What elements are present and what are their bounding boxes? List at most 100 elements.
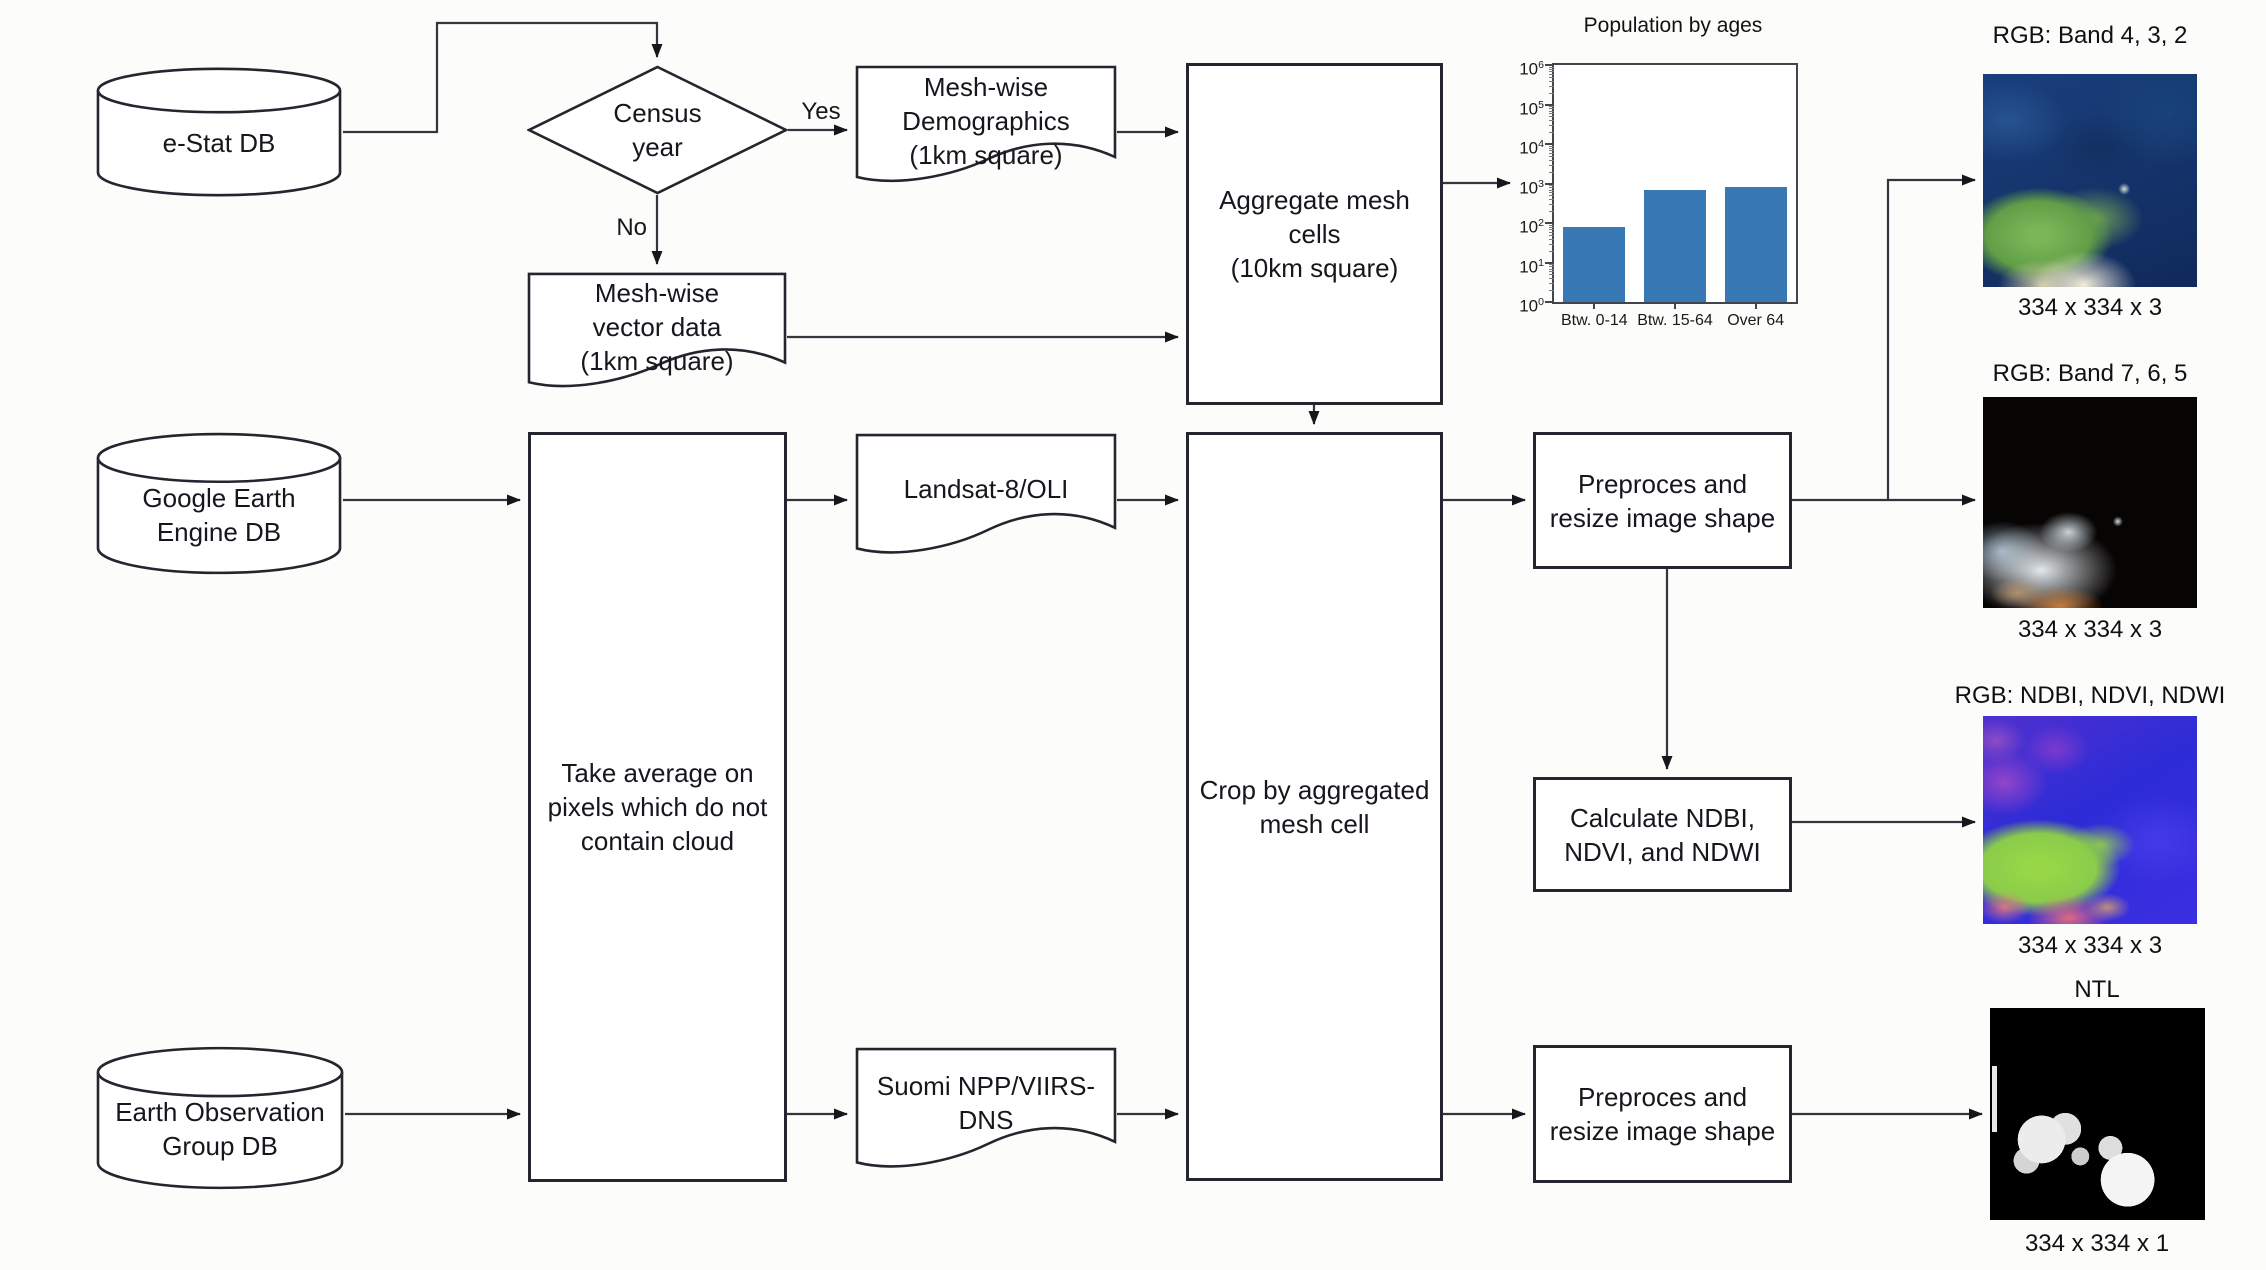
chart-y-tickmark bbox=[1545, 103, 1554, 106]
process-aggregate-mesh-cells-label: Aggregate mesh cells (10km square) bbox=[1219, 185, 1410, 283]
chart-y-minor-tickmark bbox=[1549, 71, 1554, 73]
chart-y-minor-tickmark bbox=[1549, 268, 1554, 270]
chart-y-minor-tickmark bbox=[1549, 164, 1554, 166]
chart-y-minor-tickmark bbox=[1549, 211, 1554, 213]
output-ntl-title: NTL bbox=[2074, 976, 2120, 1003]
output-band432-title: RGB: Band 4, 3, 2 bbox=[1992, 22, 2188, 49]
chart-y-minor-tickmark bbox=[1549, 152, 1554, 154]
output-indices-caption: 334 x 334 x 3 bbox=[2017, 932, 2163, 959]
chart-y-minor-tickmark bbox=[1549, 106, 1554, 108]
chart-x-tick-label: Over 64 bbox=[1727, 312, 1785, 329]
chart-x-tick-label: Btw. 0-14 bbox=[1560, 312, 1628, 329]
chart-y-tickmark bbox=[1545, 182, 1554, 185]
output-band765-title: RGB: Band 7, 6, 5 bbox=[1992, 360, 2188, 387]
chart-y-minor-tickmark bbox=[1549, 238, 1554, 240]
chart-y-tick-label: 103 bbox=[1519, 177, 1544, 198]
output-band765-image bbox=[1983, 397, 2197, 608]
chart-y-minor-tickmark bbox=[1549, 110, 1554, 112]
process-crop-by-mesh-cell-label: Crop by aggregated mesh cell bbox=[1199, 774, 1430, 839]
cylinder-top bbox=[98, 69, 340, 112]
db-earth-observation-group-label: Earth Observation Group DB bbox=[115, 1097, 325, 1161]
chart-y-minor-tickmark bbox=[1549, 147, 1554, 149]
cylinder-body bbox=[98, 457, 340, 573]
decision-census-year-label: Census year bbox=[613, 98, 702, 162]
chart-y-minor-tickmark bbox=[1549, 250, 1554, 252]
cylinder-body bbox=[98, 1072, 342, 1188]
chart-y-minor-tickmark bbox=[1549, 145, 1554, 147]
chart-y-minor-tickmark bbox=[1549, 80, 1554, 82]
document-shape bbox=[857, 1049, 1115, 1166]
chart-y-minor-tickmark bbox=[1549, 192, 1554, 194]
chart-x-tickmark bbox=[1754, 302, 1757, 309]
process-preprocess-resize-1-label: Preproces and resize image shape bbox=[1549, 468, 1776, 533]
chart-y-minor-tickmark bbox=[1549, 113, 1554, 115]
doc-suomi-npp-viirs-dns-label: Suomi NPP/VIIRS- DNS bbox=[876, 1071, 1096, 1135]
db-google-earth-engine: Google Earth Engine DB bbox=[95, 431, 343, 576]
chart-y-tickmark bbox=[1545, 261, 1554, 264]
output-band432-caption: 334 x 334 x 3 bbox=[2017, 294, 2163, 321]
diamond-shape bbox=[529, 67, 786, 193]
chart-y-minor-tickmark bbox=[1549, 278, 1554, 280]
output-ntl-caption: 334 x 334 x 1 bbox=[2024, 1230, 2170, 1257]
chart-y-minor-tickmark bbox=[1549, 283, 1554, 285]
chart-y-minor-tickmark bbox=[1549, 231, 1554, 233]
chart-y-minor-tickmark bbox=[1549, 187, 1554, 189]
db-estat: e-Stat DB bbox=[95, 66, 343, 198]
decision-census-year: Census year bbox=[527, 65, 788, 195]
chart-y-minor-tickmark bbox=[1549, 68, 1554, 70]
chart-y-tick-label: 106 bbox=[1519, 59, 1544, 79]
process-aggregate-mesh-cells: Aggregate mesh cells (10km square) bbox=[1186, 63, 1443, 405]
chart-y-minor-tickmark bbox=[1549, 204, 1554, 206]
output-band765-caption: 334 x 334 x 3 bbox=[2017, 616, 2163, 643]
chart-y-tick-label: 104 bbox=[1519, 138, 1544, 158]
cylinder-body bbox=[98, 90, 340, 196]
chart-y-minor-tickmark bbox=[1549, 116, 1554, 118]
chart-y-minor-tickmark bbox=[1549, 132, 1554, 134]
chart-y-minor-tickmark bbox=[1549, 264, 1554, 266]
chart-y-tick-label: 105 bbox=[1519, 98, 1544, 119]
chart-y-minor-tickmark bbox=[1549, 243, 1554, 245]
chart-y-tick-label: 100 bbox=[1519, 296, 1544, 316]
chart-y-minor-tickmark bbox=[1549, 85, 1554, 87]
process-preprocess-resize-1: Preproces and resize image shape bbox=[1533, 432, 1792, 569]
chart-y-tickmark bbox=[1545, 222, 1554, 224]
cylinder-top bbox=[98, 1048, 342, 1096]
document-shape bbox=[529, 274, 785, 386]
chart-y-minor-tickmark bbox=[1549, 159, 1554, 161]
chart-y-minor-tickmark bbox=[1549, 66, 1554, 68]
doc-meshwise-vector-data: Mesh-wise vector data (1km square) bbox=[527, 272, 787, 400]
process-crop-by-mesh-cell: Crop by aggregated mesh cell bbox=[1186, 432, 1443, 1181]
chart-y-minor-tickmark bbox=[1549, 76, 1554, 78]
chart-y-tickmark bbox=[1545, 301, 1554, 303]
doc-meshwise-demographics-label: Mesh-wise Demographics (1km square) bbox=[902, 72, 1070, 170]
chart-x-tick-label: Btw. 15-64 bbox=[1637, 312, 1713, 329]
arrow-junction-to-band432 bbox=[1886, 174, 1976, 500]
chart-y-minor-tickmark bbox=[1549, 274, 1554, 276]
branch-label-no: No bbox=[616, 214, 647, 241]
chart-title: Population by ages bbox=[1583, 14, 1763, 37]
chart-y-minor-tickmark bbox=[1549, 229, 1554, 231]
db-google-earth-engine-label: Google Earth Engine DB bbox=[142, 482, 296, 547]
chart-y-minor-tickmark bbox=[1549, 92, 1554, 94]
chart-y-minor-tickmark bbox=[1549, 171, 1554, 173]
chart-y-minor-tickmark bbox=[1549, 73, 1554, 75]
process-take-average-label: Take average on pixels which do not cont… bbox=[547, 758, 768, 856]
chart-y-minor-tickmark bbox=[1549, 290, 1554, 292]
process-take-average: Take average on pixels which do not cont… bbox=[528, 432, 787, 1182]
chart-y-minor-tickmark bbox=[1549, 155, 1554, 157]
chart-y-minor-tickmark bbox=[1549, 226, 1554, 228]
chart-y-minor-tickmark bbox=[1549, 108, 1554, 110]
chart-y-minor-tickmark bbox=[1549, 266, 1554, 268]
chart-x-tickmark bbox=[1674, 302, 1676, 309]
document-shape bbox=[857, 67, 1115, 181]
chart-y-minor-tickmark bbox=[1549, 120, 1554, 122]
document-shape bbox=[857, 435, 1115, 552]
process-preprocess-resize-2-label: Preproces and resize image shape bbox=[1549, 1082, 1776, 1146]
branch-label-yes: Yes bbox=[801, 98, 841, 125]
chart-y-minor-tickmark bbox=[1549, 185, 1554, 187]
doc-meshwise-demographics: Mesh-wise Demographics (1km square) bbox=[855, 65, 1117, 195]
process-preprocess-resize-2: Preproces and resize image shape bbox=[1533, 1045, 1792, 1183]
chart-bar bbox=[1724, 187, 1787, 302]
chart-y-minor-tickmark bbox=[1549, 199, 1554, 201]
